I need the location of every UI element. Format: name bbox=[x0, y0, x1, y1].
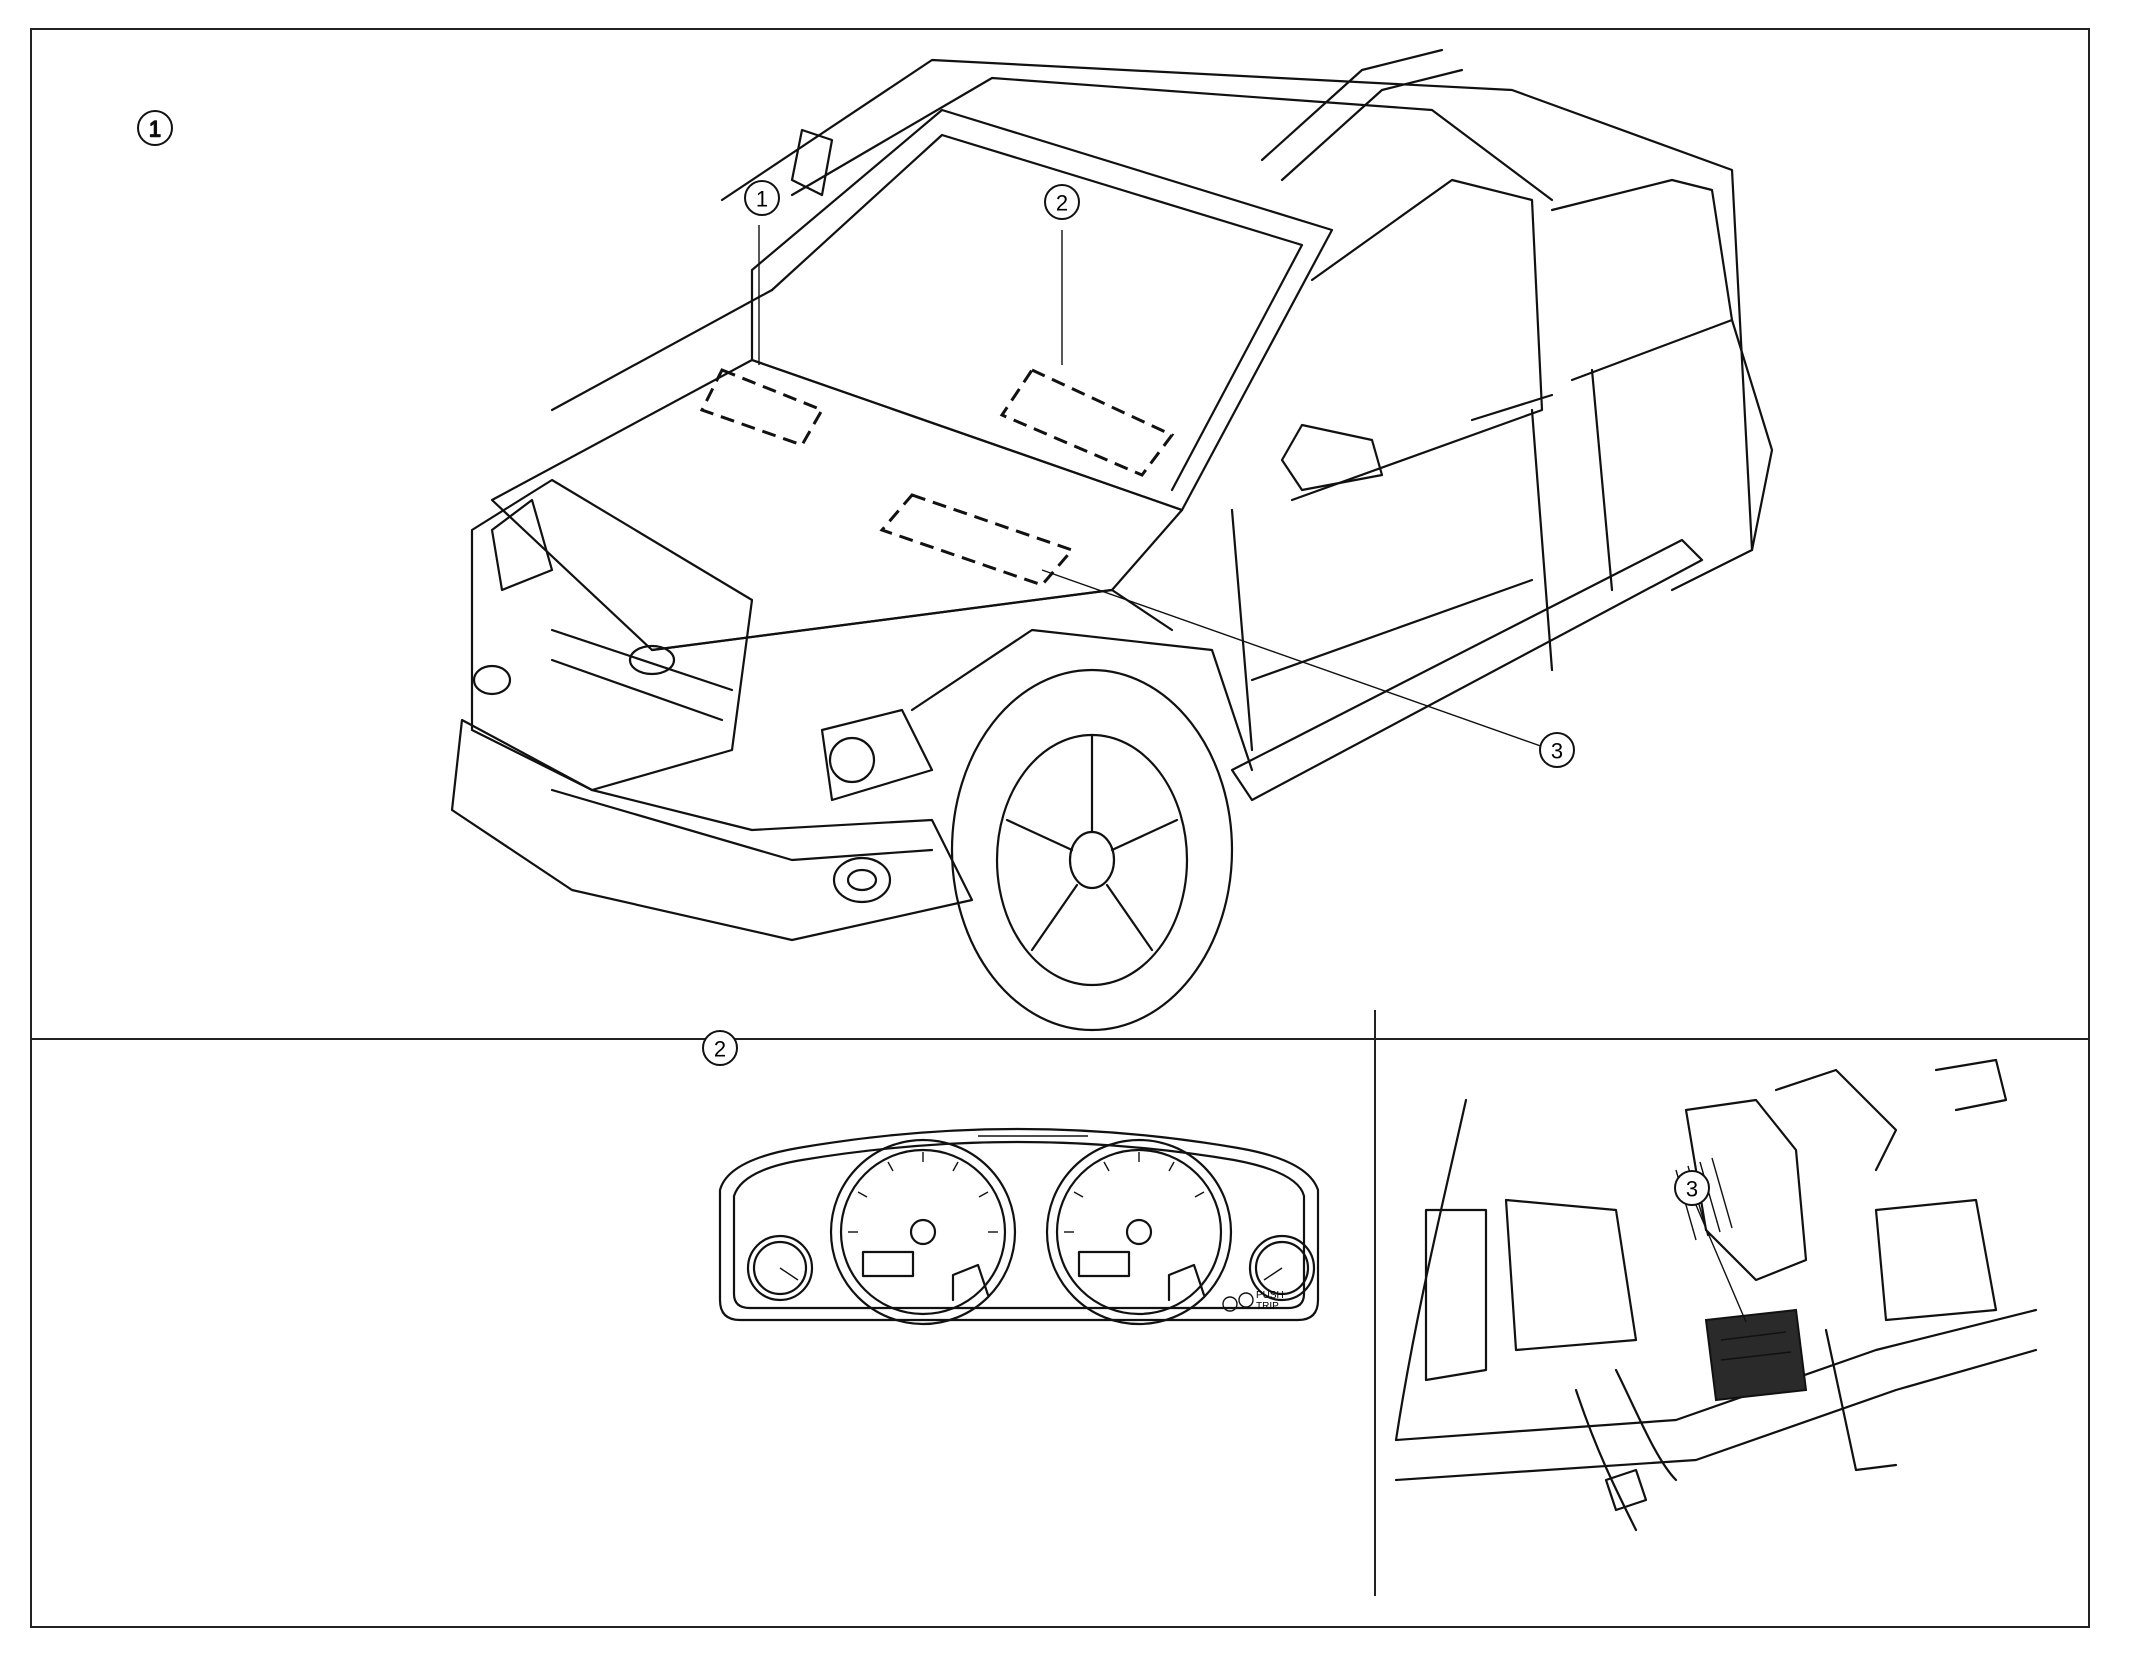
callout-2-meter: 2 bbox=[702, 1030, 738, 1066]
bcm-unit bbox=[1704, 1308, 1808, 1402]
callout-3-top: 3 bbox=[1539, 732, 1575, 768]
meter-location-box bbox=[999, 368, 1175, 477]
diagram-frame: 1 2 3 bbox=[30, 28, 2090, 1628]
callout-1-top: 1 bbox=[744, 180, 780, 216]
svg-text:3: 3 bbox=[1551, 739, 1563, 764]
callout-1-ecm: 1 bbox=[137, 110, 173, 146]
trip-button-label: TRIP bbox=[1256, 1301, 1279, 1312]
vehicle-overview-panel: 1 2 3 bbox=[32, 30, 2088, 1040]
callout-3-bcm: 3 bbox=[1674, 1170, 1710, 1206]
svg-text:1: 1 bbox=[756, 187, 768, 212]
combination-meter-panel: 2 bbox=[678, 1010, 1376, 1596]
callout-2-top: 2 bbox=[1044, 184, 1080, 220]
push-button-label: PUSH bbox=[1256, 1290, 1284, 1301]
bcm-location-box bbox=[879, 493, 1075, 587]
combination-meter-drawing: PUSH TRIP bbox=[718, 1127, 1320, 1326]
svg-text:1: 1 bbox=[149, 117, 161, 142]
ecm-location-box bbox=[699, 368, 825, 447]
svg-text:3: 3 bbox=[1686, 1177, 1698, 1202]
bcm-detail-panel: 3 bbox=[1376, 1010, 2056, 1596]
svg-text:2: 2 bbox=[714, 1037, 726, 1062]
vehicle-drawing bbox=[450, 48, 1774, 1032]
bcm-dash-underside-drawing bbox=[1394, 1058, 2038, 1532]
svg-text:2: 2 bbox=[1056, 191, 1068, 216]
